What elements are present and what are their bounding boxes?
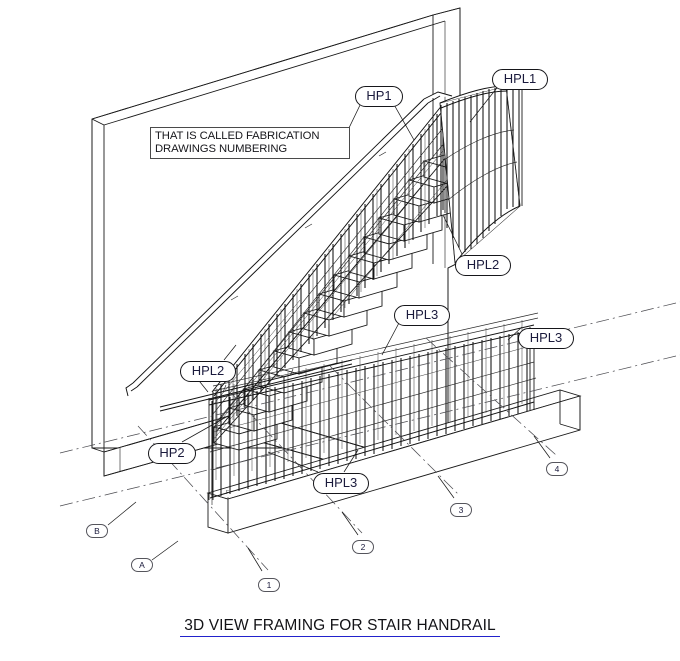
callout-hpl1[interactable]: HPL1: [492, 69, 548, 90]
callout-hpl3-mid[interactable]: HPL3: [394, 305, 450, 326]
grid-bubble-a[interactable]: A: [131, 558, 153, 572]
callout-hpl3-lower[interactable]: HPL3: [313, 473, 369, 494]
background-wall-slab: [91, 7, 461, 453]
callout-leader-lines: [181, 83, 523, 473]
grid-bubble-4[interactable]: 4: [546, 462, 568, 476]
grid-bubble-b[interactable]: B: [86, 524, 108, 538]
grid-bubble-3[interactable]: 3: [450, 503, 472, 517]
grid-bubble-2[interactable]: 2: [352, 540, 374, 554]
drawing-title-text: 3D VIEW FRAMING FOR STAIR HANDRAIL: [180, 617, 500, 637]
drawing-title: 3D VIEW FRAMING FOR STAIR HANDRAIL: [0, 617, 680, 637]
wall-handrail-hp2: [159, 359, 353, 412]
callout-hpl3-right[interactable]: HPL3: [518, 328, 574, 349]
callout-hp2[interactable]: HP2: [148, 443, 196, 464]
callout-hpl2-right[interactable]: HPL2: [455, 255, 511, 276]
svg-text:F: F: [226, 490, 229, 496]
grid-bubble-1[interactable]: 1: [258, 578, 280, 592]
concrete-plinth: [206, 389, 582, 534]
callout-hpl2-left[interactable]: HPL2: [180, 361, 236, 382]
detail-marks: F: [211, 490, 229, 510]
wall-handrail-hp1: [125, 91, 453, 397]
balustrade-panel-hpl3: [208, 312, 539, 500]
grid-leader-lines: [107, 435, 551, 572]
callout-hp1[interactable]: HP1: [355, 86, 403, 107]
note-text-box: THAT IS CALLED FABRICATION DRAWINGS NUMB…: [150, 127, 350, 160]
balustrade-panel-hpl1: [439, 85, 523, 264]
